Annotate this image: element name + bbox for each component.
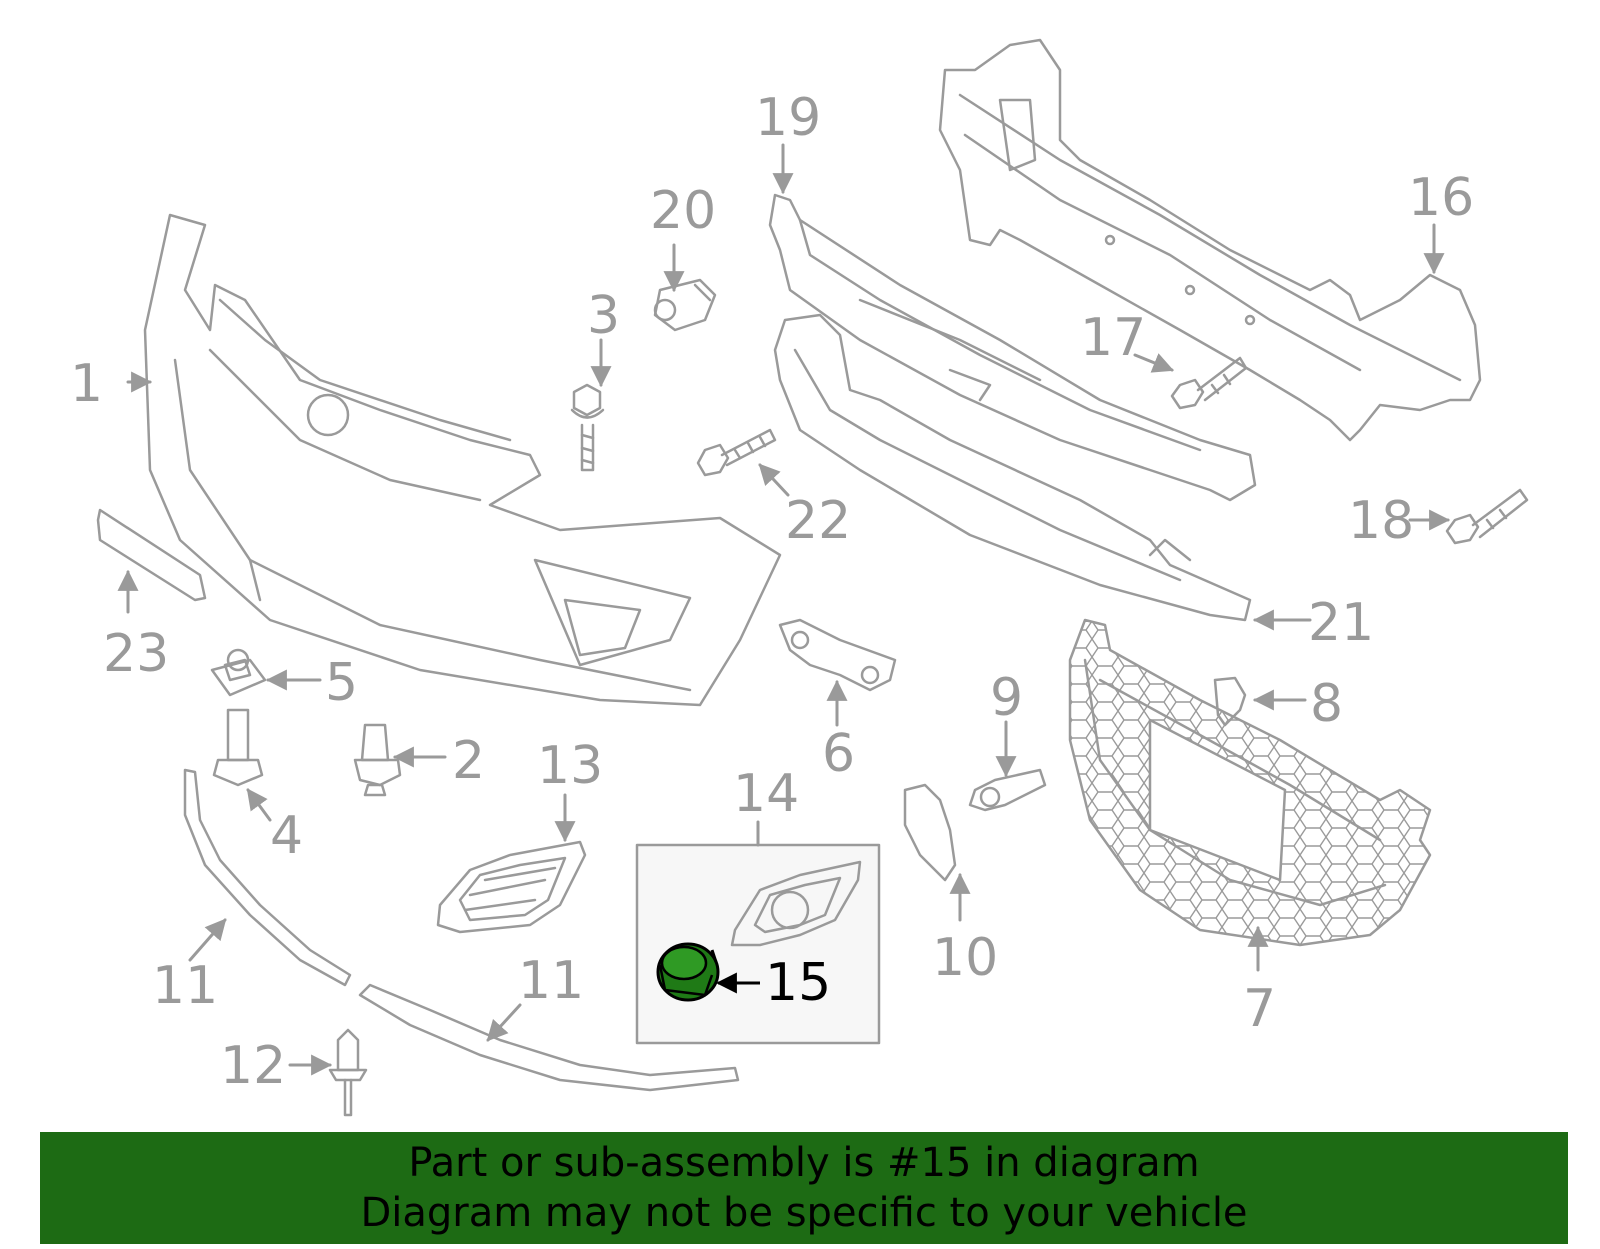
info-banner: Part or sub-assembly is #15 in diagram D… bbox=[40, 1132, 1568, 1244]
part-10-cap bbox=[903, 783, 957, 882]
part-6-bracket bbox=[778, 618, 897, 692]
part-4-bolt bbox=[212, 708, 264, 787]
callout-5: 5 bbox=[325, 653, 359, 713]
callout-14: 14 bbox=[733, 764, 800, 824]
callout-12: 12 bbox=[220, 1036, 287, 1096]
part-13-fog-grille bbox=[436, 840, 587, 934]
callout-11-right: 11 bbox=[518, 951, 585, 1011]
part-9-clip bbox=[968, 768, 1047, 812]
callout-20: 20 bbox=[650, 181, 717, 241]
callout-17: 17 bbox=[1080, 308, 1147, 368]
callout-13: 13 bbox=[537, 736, 604, 796]
part-12-rivet bbox=[328, 1028, 368, 1117]
part-23-strip bbox=[96, 508, 207, 602]
part-2-clip bbox=[353, 723, 402, 797]
callout-9: 9 bbox=[990, 668, 1024, 728]
leader-lines bbox=[117, 143, 1451, 1076]
callout-8: 8 bbox=[1310, 674, 1344, 734]
part-15-highlighted[interactable] bbox=[656, 942, 720, 1002]
part-11-molding-right bbox=[358, 983, 740, 1092]
part-7-grille bbox=[1068, 618, 1432, 947]
part-16-reinforcement bbox=[938, 38, 1482, 442]
callout-3: 3 bbox=[587, 286, 621, 346]
callout-18: 18 bbox=[1348, 491, 1415, 551]
callout-10: 10 bbox=[932, 928, 999, 988]
callout-23: 23 bbox=[103, 624, 170, 684]
part-18-bolt bbox=[1445, 488, 1529, 545]
callout-21: 21 bbox=[1308, 593, 1375, 653]
callout-2: 2 bbox=[452, 731, 486, 791]
part-21-lower-absorber bbox=[773, 313, 1252, 622]
part-3-bolt bbox=[570, 383, 605, 472]
part-19-absorber bbox=[768, 193, 1257, 502]
callout-1: 1 bbox=[70, 354, 104, 414]
callout-6: 6 bbox=[822, 724, 856, 784]
part-17-bolt bbox=[1170, 356, 1248, 410]
part-22-bolt bbox=[696, 428, 777, 477]
banner-line-2: Diagram may not be specific to your vehi… bbox=[360, 1190, 1248, 1236]
callout-11-left: 11 bbox=[152, 956, 219, 1016]
callout-15: 15 bbox=[765, 953, 832, 1013]
callout-16: 16 bbox=[1408, 168, 1475, 228]
part-5-nut bbox=[210, 648, 267, 697]
callout-19: 19 bbox=[755, 88, 822, 148]
part-14-fog-bezel bbox=[730, 860, 862, 947]
callout-4: 4 bbox=[270, 806, 304, 866]
part-1-bumper-cover bbox=[143, 213, 782, 707]
callout-22: 22 bbox=[785, 491, 852, 551]
part-20-clip bbox=[653, 278, 717, 332]
banner-line-1: Part or sub-assembly is #15 in diagram bbox=[408, 1140, 1200, 1186]
part-11-molding-left bbox=[183, 768, 352, 987]
callout-7: 7 bbox=[1243, 979, 1277, 1039]
